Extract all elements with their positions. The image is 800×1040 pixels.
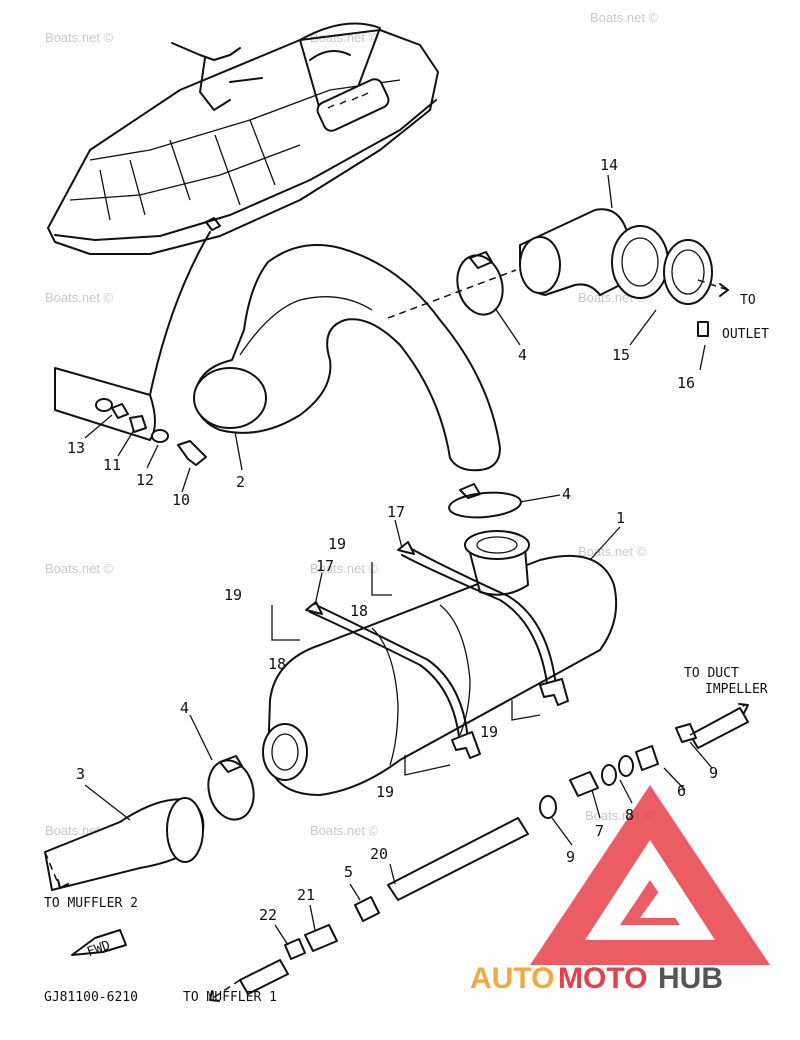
watermark: Boats.net © — [45, 30, 114, 45]
label-part-9: 9 — [566, 848, 575, 866]
part-labels: 14 4 15 16 13 11 12 10 2 4 1 17 19 17 19… — [67, 156, 718, 924]
label-part-15: 15 — [612, 346, 630, 364]
label-part-22: 22 — [259, 906, 277, 924]
logo-text-moto: MOTO — [558, 962, 647, 995]
watermark: Boats.net © — [310, 561, 379, 576]
label-part-16: 16 — [677, 374, 695, 392]
hardware-right — [239, 707, 749, 995]
watermark: Boats.net © — [45, 561, 114, 576]
label-part-17: 17 — [316, 557, 334, 575]
label-part-6: 6 — [677, 782, 686, 800]
watermark: Boats.net © — [45, 290, 114, 305]
label-part-4: 4 — [518, 346, 527, 364]
label-part-13: 13 — [67, 439, 85, 457]
label-part-7: 7 — [595, 822, 604, 840]
watermark: Boats.net © — [310, 30, 379, 45]
label-part-18: 18 — [350, 602, 368, 620]
to-muffler-2-label: TO MUFFLER 2 — [44, 896, 138, 911]
label-part-8: 8 — [625, 806, 634, 824]
exhaust-pipe-part-2 — [193, 244, 501, 472]
label-part-4: 4 — [180, 699, 189, 717]
jet-ski-illustration — [47, 22, 439, 396]
automotohub-logo-mark — [530, 785, 770, 965]
to-duct-label: TO DUCT — [684, 666, 739, 681]
label-part-19: 19 — [480, 723, 498, 741]
mounting-straps-part-17 — [305, 541, 569, 759]
connection-lines — [44, 269, 746, 1001]
label-part-3: 3 — [76, 765, 85, 783]
label-part-4: 4 — [562, 485, 571, 503]
label-part-1: 1 — [616, 509, 625, 527]
hose-band-part-4 — [207, 251, 522, 821]
to-outlet-label: OUTLET — [722, 327, 769, 342]
label-part-19: 19 — [328, 535, 346, 553]
label-part-18: 18 — [268, 655, 286, 673]
label-part-14: 14 — [600, 156, 618, 174]
muffler-part-1 — [262, 530, 618, 796]
watermark: Boats.net © — [590, 10, 659, 25]
outlet-elbow-part-14 — [519, 208, 713, 337]
part-code: GJ81100-6210 — [44, 990, 138, 1005]
label-part-17: 17 — [387, 503, 405, 521]
to-muffler-1-label: TO MUFFLER 1 — [183, 990, 277, 1005]
to-outlet-label: TO — [740, 293, 756, 308]
label-part-20: 20 — [370, 845, 388, 863]
label-part-11: 11 — [103, 456, 121, 474]
label-part-9: 9 — [709, 764, 718, 782]
label-part-12: 12 — [136, 471, 154, 489]
logo-text-auto: AUTO — [470, 962, 554, 995]
label-part-5: 5 — [344, 863, 353, 881]
label-part-21: 21 — [297, 886, 315, 904]
hardware-left — [54, 367, 207, 466]
direction-arrows — [57, 283, 749, 1002]
automotohub-logo: AUTO MOTO HUB — [470, 962, 723, 995]
label-part-10: 10 — [172, 491, 190, 509]
watermark: Boats.net © — [578, 544, 647, 559]
watermark: Boats.net © — [310, 823, 379, 838]
label-part-19: 19 — [224, 586, 242, 604]
label-part-2: 2 — [236, 473, 245, 491]
pipe-part-3 — [44, 797, 205, 891]
label-part-19: 19 — [376, 783, 394, 801]
to-duct-label: IMPELLER — [705, 682, 768, 697]
leader-lines — [84, 174, 713, 946]
logo-text-hub: HUB — [658, 962, 723, 995]
